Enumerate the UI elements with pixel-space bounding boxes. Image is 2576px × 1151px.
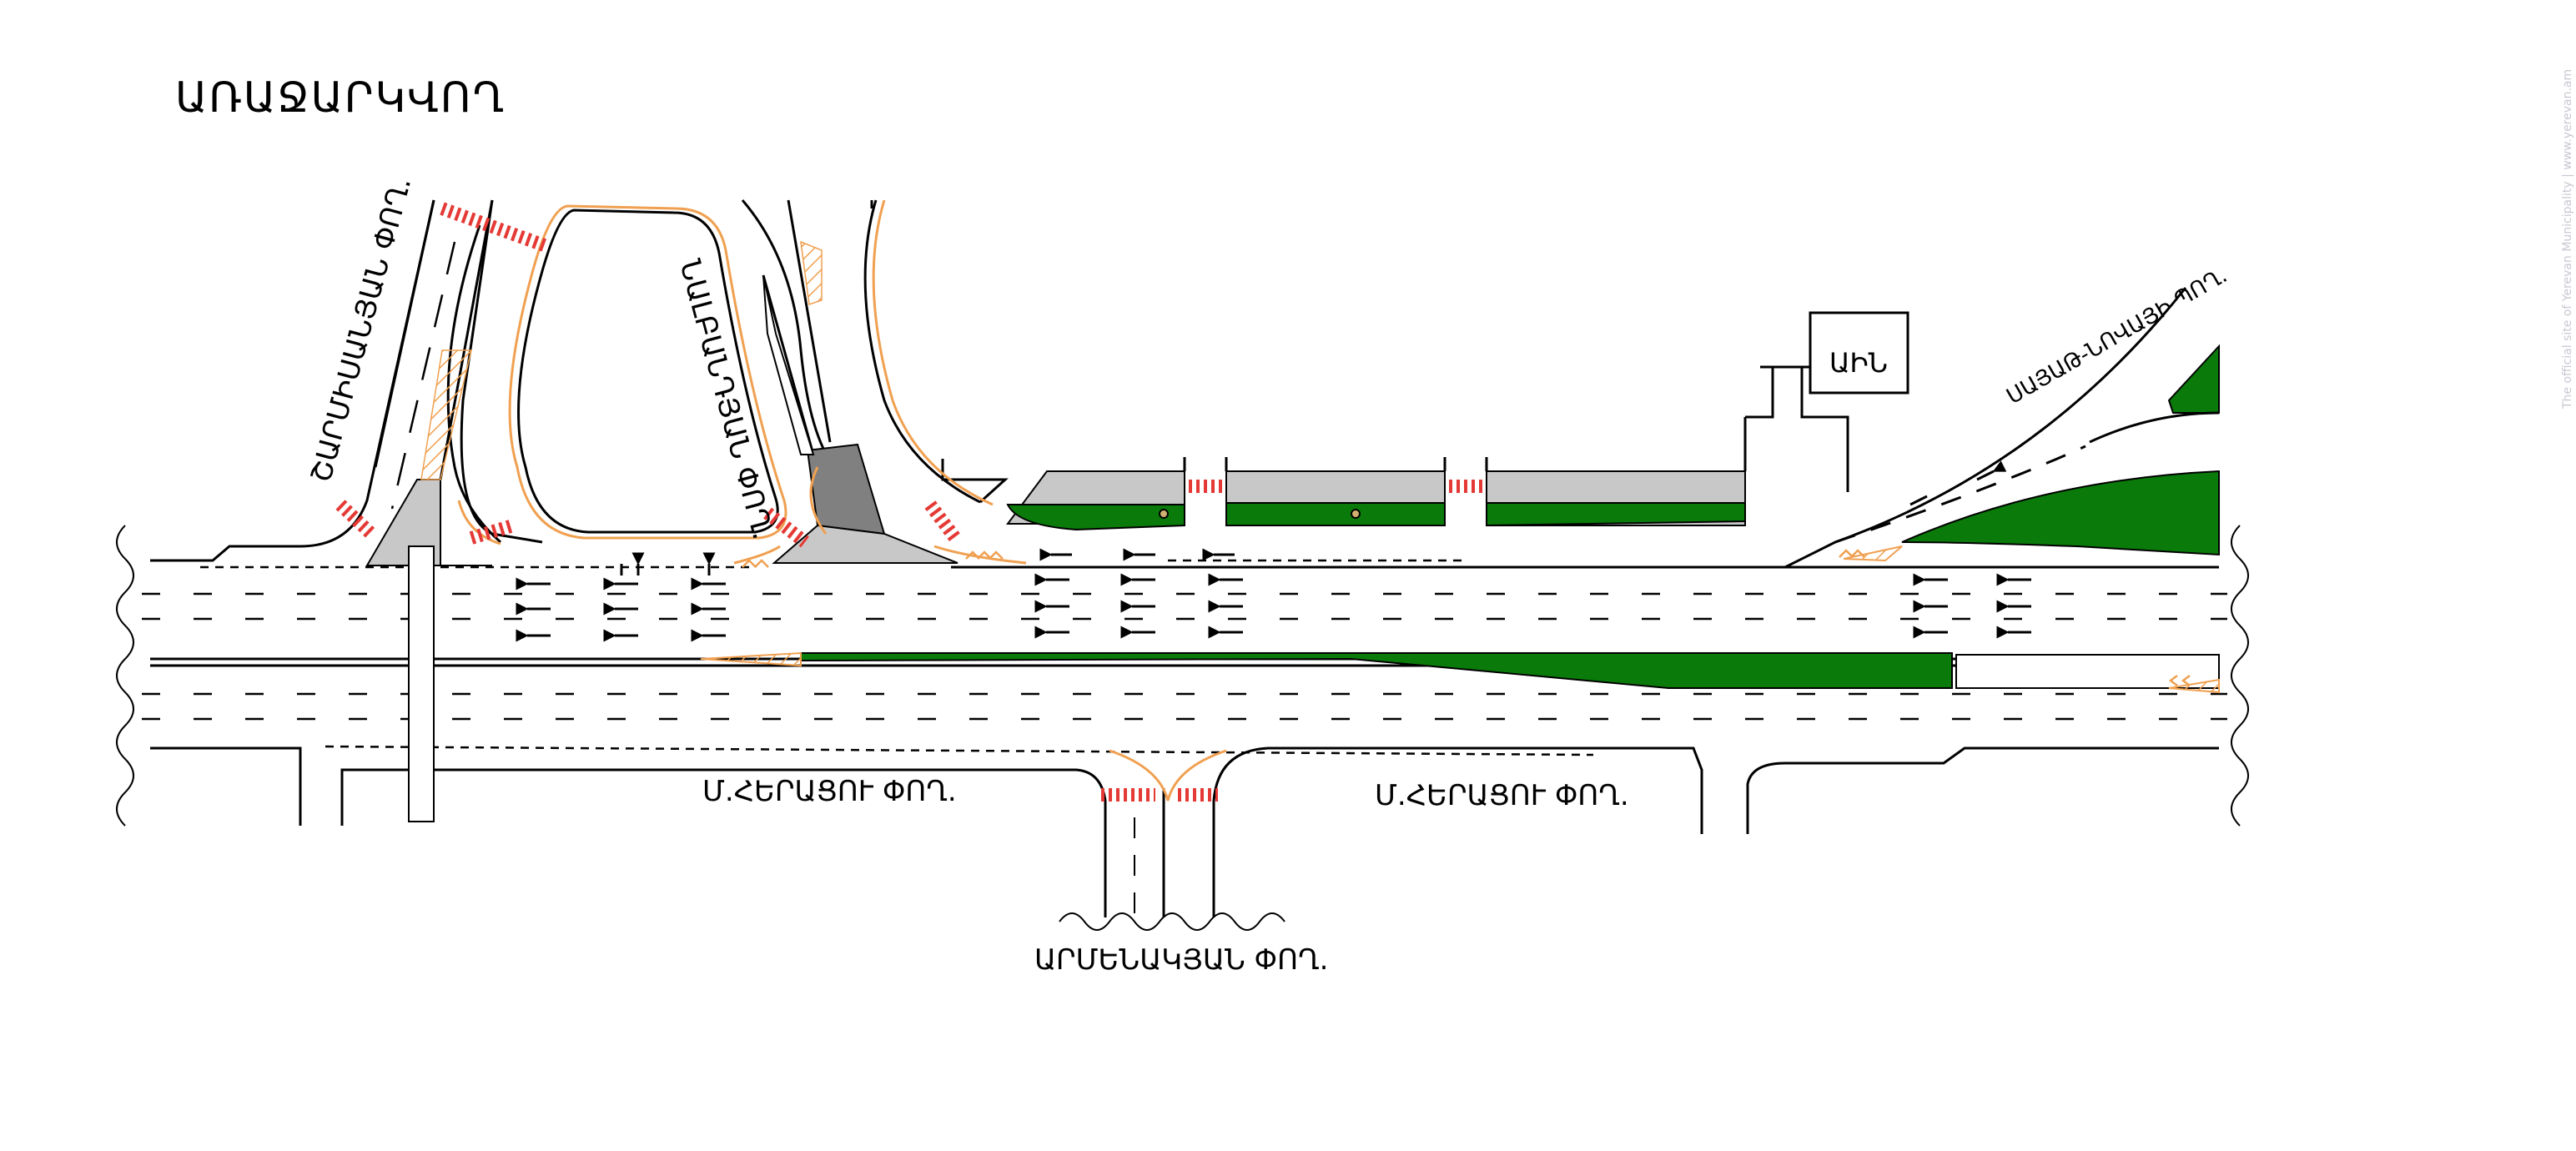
bay-green-1 xyxy=(1006,504,1185,531)
hatch-right-end xyxy=(2168,678,2220,694)
page-title: ԱՌԱՋԱՐԿՎՈՂ xyxy=(175,73,506,122)
label-m-heratsi-left: Մ.ՀԵՐԱՑՈՒ ՓՈՂ. xyxy=(702,775,957,808)
center-needle xyxy=(762,274,815,455)
north-curb xyxy=(150,199,435,562)
turn-arrows xyxy=(620,471,1994,576)
center-curves xyxy=(741,199,836,468)
north-curb-2 xyxy=(460,199,543,544)
bay-outlines xyxy=(863,199,1849,504)
stop-line-dashes xyxy=(200,559,1594,756)
lane-markings xyxy=(142,592,2227,721)
center-hatch xyxy=(800,240,823,305)
south-curb-3 xyxy=(1212,746,1703,917)
south-curb-4 xyxy=(1746,746,2219,834)
crosswalks xyxy=(335,202,1482,802)
label-nalbandyan-street: ՆԱԼԲԱՆԴՅԱՆ ՓՈՂ. xyxy=(672,256,779,543)
building-ain-box xyxy=(1809,311,1909,395)
lane-arrows xyxy=(516,548,2031,642)
median-hatch-left xyxy=(700,651,802,667)
orange-curbs xyxy=(457,199,1027,565)
chevrons xyxy=(742,549,2191,686)
center-island-light xyxy=(772,524,958,564)
label-m-heratsi-right: Մ.ՀԵՐԱՑՈՒ ՓՈՂ. xyxy=(1375,779,1629,812)
label-sarmisyan-street: ՇԱՐՄԻՍԱՆՅԱՆ ՓՈՂ. xyxy=(304,173,418,485)
building-ain-label: ԱԻՆ xyxy=(1829,347,1888,379)
left-island xyxy=(365,479,492,566)
median-white-end xyxy=(1955,654,2220,689)
green-median xyxy=(800,652,1953,689)
break-lines xyxy=(116,525,2249,931)
main-avenue xyxy=(150,199,2219,917)
left-column xyxy=(408,545,435,822)
road-right-top xyxy=(2089,411,2220,444)
south-curb xyxy=(150,746,302,826)
south-curb-2 xyxy=(340,768,1107,917)
sarmisyan-hatch xyxy=(420,349,472,480)
center-island-dark xyxy=(806,443,886,535)
nalbandyan-block-orange xyxy=(508,204,787,540)
north-islands xyxy=(1006,470,1746,531)
bay-green-3 xyxy=(1486,502,1746,527)
green-wedge-right xyxy=(1901,470,2220,556)
bay-green-2 xyxy=(1225,502,1446,526)
nalbandyan-block xyxy=(517,209,779,534)
armenakyan-street xyxy=(1109,749,1227,917)
road-right-dash xyxy=(1834,445,2086,544)
hatch-right-curb xyxy=(1843,545,1903,562)
watermark: The official site of Yerevan Municipalit… xyxy=(2561,68,2574,409)
label-armenakyan-street: ԱՐՄԵՆԱԿՅԱՆ ՓՈՂ. xyxy=(1034,943,1328,977)
green-wedge-top xyxy=(2167,344,2220,414)
north-curb-right xyxy=(1784,287,2187,569)
